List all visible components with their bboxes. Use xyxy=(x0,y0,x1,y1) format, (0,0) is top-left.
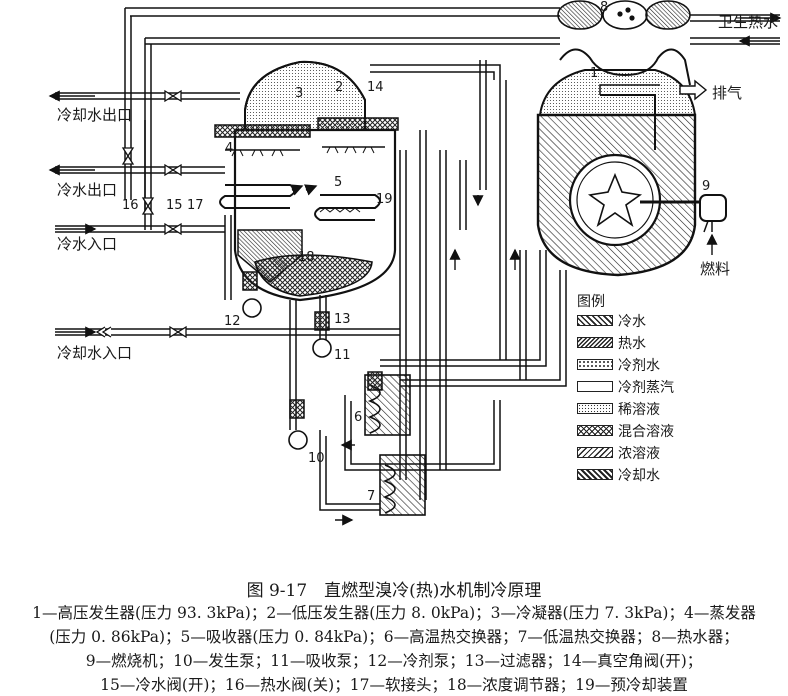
legend-item: 冷剂水 xyxy=(618,358,660,374)
figure-note-line: 1—高压发生器(压力 93. 3kPa)；2—低压发生器(压力 8. 0kPa)… xyxy=(32,604,756,622)
cooling-water-in-label: 冷却水入口 xyxy=(57,344,133,362)
legend-swatch xyxy=(577,425,613,436)
component-number: 11 xyxy=(334,348,351,363)
hot-water-heater xyxy=(557,0,691,30)
figure-caption: 图 9-17 直燃型溴冷(热)水机制冷原理 xyxy=(246,581,542,601)
figure-note-line: (压力 0. 86kPa)；5—吸收器(压力 0. 84kPa)；6—高温热交换… xyxy=(49,628,739,646)
component-number: 16 xyxy=(122,198,139,213)
component-number: 19 xyxy=(376,192,393,207)
legend-swatch xyxy=(577,403,613,414)
legend-swatch xyxy=(577,315,613,326)
legend-swatch xyxy=(577,447,613,458)
exhaust-label: 排气 xyxy=(712,84,743,102)
component-number: 8 xyxy=(600,0,609,15)
cooling-water-out-label: 冷却水出口 xyxy=(57,106,133,124)
legend-item: 混合溶液 xyxy=(618,424,674,440)
pumps xyxy=(242,298,332,450)
component-number: 9 xyxy=(702,179,711,194)
figure-note-line: 15—冷水阀(开)；16—热水阀(关)；17—软接头；18—浓度调节器；19—预… xyxy=(100,676,688,694)
legend-swatch xyxy=(577,469,613,480)
high-pressure-generator xyxy=(536,48,727,277)
legend-swatch xyxy=(577,359,613,370)
legend-item: 冷剂蒸汽 xyxy=(618,380,674,396)
valves xyxy=(95,89,187,339)
component-number: 6 xyxy=(354,410,363,425)
component-number: 12 xyxy=(224,314,241,329)
flow-arrows xyxy=(48,12,782,526)
component-number: 15 xyxy=(166,198,183,213)
figure-note-line: 9—燃烧机；10—发生泵；11—吸收泵；12—冷剂泵；13—过滤器；14—真空角… xyxy=(85,652,703,670)
legend-item: 浓溶液 xyxy=(618,446,660,462)
legend-swatch xyxy=(577,337,613,348)
hot-water-label: 卫生热水 xyxy=(718,13,779,31)
filters xyxy=(242,271,383,419)
legend-swatch xyxy=(577,381,613,392)
schematic-diagram xyxy=(48,0,782,526)
legend-item: 热水 xyxy=(618,336,646,352)
component-number: 13 xyxy=(334,312,351,327)
exhaust-arrow xyxy=(679,79,708,101)
legend-item: 冷却水 xyxy=(618,468,660,484)
component-number: 7 xyxy=(367,489,376,504)
chilled-water-out-label: 冷水出口 xyxy=(57,181,118,199)
component-number: 17 xyxy=(187,198,204,213)
component-number: 14 xyxy=(367,80,384,95)
component-number: 1 xyxy=(590,66,599,81)
legend-item: 冷水 xyxy=(618,314,646,330)
legend-item: 稀溶液 xyxy=(618,402,660,418)
component-number: 4 xyxy=(225,141,234,156)
chilled-water-in-label: 冷水入口 xyxy=(57,235,118,253)
component-number: 10 xyxy=(308,451,325,466)
component-number: 2 xyxy=(335,80,344,95)
component-number: 5 xyxy=(334,175,343,190)
component-number: 18 xyxy=(298,250,315,265)
fuel-label: 燃料 xyxy=(700,260,731,278)
component-number: 3 xyxy=(295,86,304,101)
legend-title: 图例 xyxy=(577,294,605,310)
absorber-evaporator-vessel xyxy=(214,60,399,302)
